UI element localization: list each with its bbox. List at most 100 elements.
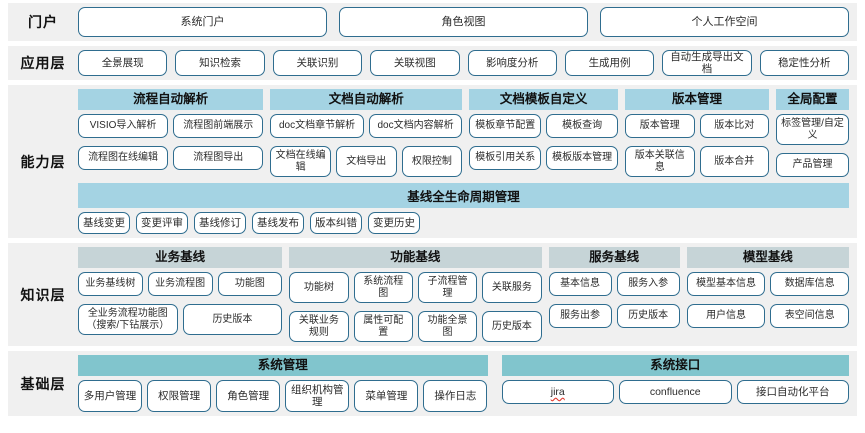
group-row: 业务基线树业务流程图功能图 — [78, 272, 283, 296]
item-foundation-0-0-0[interactable]: 多用户管理 — [78, 380, 143, 413]
item-application-4[interactable]: 影响度分析 — [467, 50, 557, 76]
group-header: 业务基线 — [78, 247, 283, 268]
item-capability-2-0-0[interactable]: 模板章节配置 — [469, 114, 542, 138]
item-knowledge-2-0-0[interactable]: 基本信息 — [548, 272, 612, 296]
item-capability-1-1-2[interactable]: 权限控制 — [401, 146, 463, 177]
item-knowledge-1-1-1[interactable]: 属性可配置 — [353, 311, 413, 342]
item-portal-1[interactable]: 角色视图 — [339, 7, 588, 37]
item-banner-3[interactable]: 基线发布 — [252, 212, 304, 234]
item-capability-0-0-1[interactable]: 流程图前端展示 — [173, 114, 264, 138]
item-capability-3-1-1[interactable]: 版本合并 — [699, 146, 770, 177]
group-row: 用户信息表空间信息 — [686, 304, 849, 328]
item-portal-2[interactable]: 个人工作空间 — [600, 7, 849, 37]
layer-label-knowledge: 知识层 — [20, 286, 66, 303]
item-knowledge-1-1-2[interactable]: 功能全景图 — [417, 311, 478, 342]
item-knowledge-3-1-0[interactable]: 用户信息 — [686, 304, 766, 328]
group-row: 流程图在线编辑流程图导出 — [78, 146, 264, 170]
group-服务基线: 服务基线基本信息服务入参服务出参历史版本 — [548, 247, 680, 328]
item-knowledge-1-1-0[interactable]: 关联业务规则 — [289, 311, 349, 342]
group-版本管理: 版本管理版本管理版本比对版本关联信息版本合并 — [625, 89, 770, 177]
item-knowledge-0-1-1[interactable]: 历史版本 — [182, 304, 283, 335]
item-foundation-1-0-0[interactable]: jira — [501, 380, 614, 404]
item-capability-0-0-0[interactable]: VISIO导入解析 — [78, 114, 169, 138]
item-knowledge-2-1-0[interactable]: 服务出参 — [548, 304, 612, 328]
item-portal-0[interactable]: 系统门户 — [78, 7, 327, 37]
item-foundation-0-0-1[interactable]: 权限管理 — [147, 380, 212, 413]
layer-foundation: 基础层系统管理多用户管理权限管理角色管理组织机构管理菜单管理操作日志系统接口 ji… — [8, 351, 857, 417]
item-knowledge-3-1-1[interactable]: 表空间信息 — [770, 304, 849, 328]
item-capability-3-1-0[interactable]: 版本关联信息 — [625, 146, 695, 177]
layer-body-portal: 系统门户角色视图个人工作空间 — [78, 3, 857, 41]
item-banner-5[interactable]: 变更历史 — [368, 212, 420, 234]
item-capability-2-1-1[interactable]: 模板版本管理 — [546, 146, 619, 170]
item-foundation-0-0-5[interactable]: 操作日志 — [423, 380, 488, 413]
group-header: 模型基线 — [686, 247, 849, 268]
item-application-2[interactable]: 关联识别 — [272, 50, 363, 76]
item-foundation-0-0-3[interactable]: 组织机构管理 — [285, 380, 350, 413]
item-capability-2-1-0[interactable]: 模板引用关系 — [469, 146, 542, 170]
group-row: 功能树系统流程图子流程管理关联服务 — [289, 272, 542, 303]
item-capability-1-1-1[interactable]: 文档导出 — [335, 146, 397, 177]
layer-label-portal: 门户 — [28, 14, 58, 30]
item-application-5[interactable]: 生成用例 — [564, 50, 655, 76]
group-header: 功能基线 — [289, 247, 542, 268]
item-knowledge-3-0-0[interactable]: 模型基本信息 — [686, 272, 766, 296]
item-foundation-0-0-4[interactable]: 菜单管理 — [354, 380, 419, 413]
item-capability-4-1-0[interactable]: 产品管理 — [776, 153, 849, 177]
item-capability-1-0-0[interactable]: doc文档章节解析 — [270, 114, 364, 138]
item-foundation-1-0-1[interactable]: confluence — [619, 380, 732, 404]
item-application-7[interactable]: 稳定性分析 — [759, 50, 849, 76]
group-row: 版本关联信息版本合并 — [625, 146, 770, 177]
item-capability-2-0-1[interactable]: 模板查询 — [546, 114, 619, 138]
item-knowledge-0-0-0[interactable]: 业务基线树 — [78, 272, 143, 296]
item-application-3[interactable]: 关联视图 — [370, 50, 460, 76]
item-capability-0-1-1[interactable]: 流程图导出 — [173, 146, 264, 170]
item-knowledge-0-0-1[interactable]: 业务流程图 — [147, 272, 213, 296]
item-capability-3-0-1[interactable]: 版本比对 — [699, 114, 770, 138]
item-knowledge-0-1-0[interactable]: 全业务流程功能图（搜索/下钻展示） — [78, 304, 178, 335]
group-rows: 模板章节配置模板查询模板引用关系模板版本管理 — [469, 114, 619, 170]
group-header: 版本管理 — [625, 89, 770, 110]
item-knowledge-0-0-2[interactable]: 功能图 — [217, 272, 283, 296]
item-banner-2[interactable]: 基线修订 — [194, 212, 246, 234]
group-header: 系统接口 — [501, 355, 849, 376]
group-row: 版本管理版本比对 — [625, 114, 770, 138]
item-capability-0-1-0[interactable]: 流程图在线编辑 — [78, 146, 169, 170]
item-foundation-1-0-2[interactable]: 接口自动化平台 — [736, 380, 849, 404]
banner-header: 基线全生命周期管理 — [78, 183, 849, 208]
jira-label: jira — [550, 385, 565, 398]
item-application-6[interactable]: 自动生成导出文档 — [662, 50, 752, 76]
group-header: 服务基线 — [548, 247, 680, 268]
item-knowledge-1-0-2[interactable]: 子流程管理 — [417, 272, 478, 303]
item-capability-1-0-1[interactable]: doc文档内容解析 — [368, 114, 463, 138]
group-header: 流程自动解析 — [78, 89, 264, 110]
item-knowledge-1-1-3[interactable]: 历史版本 — [482, 311, 542, 342]
item-application-0[interactable]: 全景展现 — [78, 50, 168, 76]
item-capability-3-0-0[interactable]: 版本管理 — [625, 114, 695, 138]
item-knowledge-1-0-1[interactable]: 系统流程图 — [353, 272, 413, 303]
group-header: 系统管理 — [78, 355, 488, 376]
group-rows: 标签管理/自定义产品管理 — [776, 114, 849, 177]
item-application-1[interactable]: 知识检索 — [175, 50, 265, 76]
layer-label-foundation: 基础层 — [20, 375, 66, 392]
item-knowledge-2-1-1[interactable]: 历史版本 — [616, 304, 680, 328]
item-knowledge-3-0-1[interactable]: 数据库信息 — [770, 272, 849, 296]
banner-row: 基线变更变更评审基线修订基线发布版本纠错变更历史 — [78, 212, 849, 234]
item-banner-1[interactable]: 变更评审 — [136, 212, 188, 234]
item-foundation-0-0-2[interactable]: 角色管理 — [216, 380, 281, 413]
item-banner-0[interactable]: 基线变更 — [78, 212, 130, 234]
item-capability-4-0-0[interactable]: 标签管理/自定义 — [776, 114, 849, 145]
item-knowledge-1-0-3[interactable]: 关联服务 — [482, 272, 542, 303]
item-capability-1-1-0[interactable]: 文档在线编辑 — [270, 146, 331, 177]
group-row: 产品管理 — [776, 153, 849, 177]
item-banner-4[interactable]: 版本纠错 — [310, 212, 362, 234]
item-knowledge-1-0-0[interactable]: 功能树 — [289, 272, 349, 303]
item-knowledge-2-0-1[interactable]: 服务入参 — [616, 272, 680, 296]
banner-block: 基线全生命周期管理基线变更变更评审基线修订基线发布版本纠错变更历史 — [78, 183, 849, 234]
